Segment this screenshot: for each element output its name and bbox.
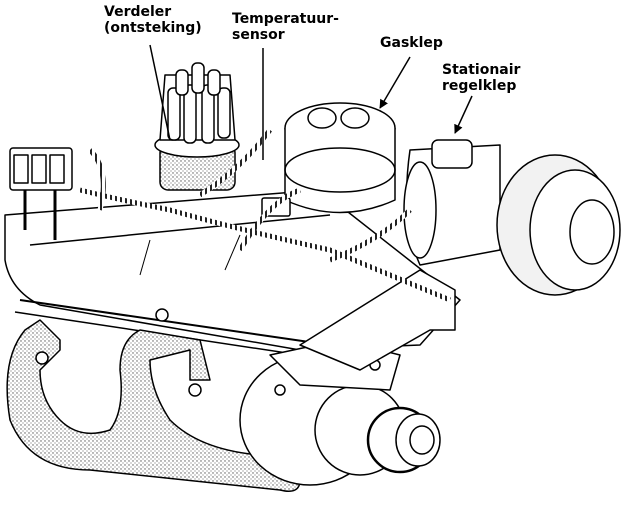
label-line: (ontsteking)	[104, 20, 202, 36]
label-gasklep: Gasklep	[380, 35, 443, 51]
verdeler-leader	[149, 44, 171, 141]
label-temperatuursensor: Temperatuur- sensor	[232, 11, 339, 43]
exhaust-manifold	[6, 319, 301, 492]
wiring-harness	[79, 128, 451, 303]
relay-block	[9, 147, 73, 240]
throttle-body	[261, 102, 396, 217]
stationair-leader	[454, 95, 473, 134]
label-line: Gasklep	[380, 35, 443, 51]
label-line: Verdeler	[104, 4, 172, 20]
label-line: Stationair	[442, 62, 521, 78]
distributor	[154, 62, 240, 191]
label-verdeler: Verdeler (ontsteking)	[104, 4, 202, 36]
label-line: Temperatuur-	[232, 11, 339, 27]
compressor-pulley	[496, 154, 621, 296]
label-line: regelklep	[442, 78, 517, 94]
bracket	[299, 269, 456, 371]
idle-air-control	[403, 139, 501, 266]
label-stationair-regelklep: Stationair regelklep	[442, 62, 520, 94]
gasklep-leader	[379, 56, 411, 109]
label-line: sensor	[232, 27, 285, 43]
